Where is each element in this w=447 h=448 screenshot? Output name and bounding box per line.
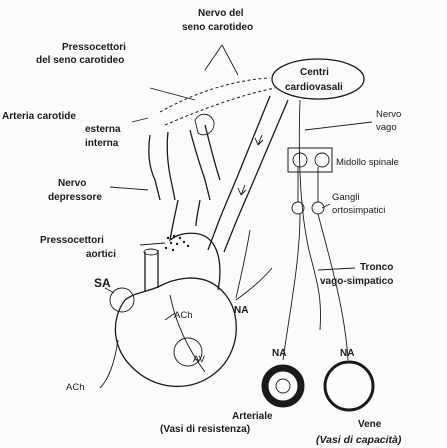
vein-vessel	[325, 362, 373, 410]
label-gangli-1: Gangli	[332, 192, 359, 203]
vagus-nerve-line	[299, 100, 320, 330]
label-ach-top: ACh	[174, 310, 192, 321]
ach-bottom-pointer	[100, 340, 118, 388]
label-na-arterial: NA	[272, 348, 286, 359]
label-gangli-2: ortosimpatici	[332, 205, 385, 216]
label-arteria-2: esterna	[85, 124, 121, 135]
pulmonary-trunk	[145, 250, 158, 292]
label-centri-2: cardiovasali	[285, 82, 343, 93]
nerve-to-vene	[318, 214, 348, 360]
nervo-depressore-line	[110, 187, 148, 190]
arterial-vessel-lumen	[276, 379, 290, 393]
label-na-heart: NA	[234, 305, 248, 316]
label-pressocettori-seno-1: Pressocettori	[62, 42, 126, 53]
label-arteriale-1: Arteriale	[232, 411, 273, 422]
aorta-arch-outer	[196, 200, 200, 226]
arteria-pointer	[132, 118, 148, 122]
nervo-vago-pointer	[305, 122, 372, 130]
pressocettori-seno-pointer	[150, 88, 195, 100]
nervo-seno-pointer	[205, 45, 238, 75]
sa-node	[110, 288, 134, 312]
pressocettori-aortici-pointer	[140, 243, 165, 245]
label-vene-1: Vene	[358, 419, 382, 430]
carotid-artery-right	[190, 125, 220, 200]
label-av: AV	[193, 354, 206, 365]
label-arteriale-2: (Vasi di resistenza)	[160, 424, 250, 435]
carotid-sinus-nerve-dashed-2	[165, 88, 275, 125]
label-nervo-depressore-1: Nervo	[58, 178, 86, 189]
label-pressocettori-aortici-1: Pressocettori	[40, 235, 104, 246]
label-pressocettori-aortici-2: aortici	[86, 249, 116, 260]
spinal-cord-trunk-inner	[224, 100, 288, 252]
midollo-spinale-box	[288, 148, 332, 172]
label-nervo-seno-1: Nervo del	[198, 8, 244, 19]
pulmonary-opening	[144, 249, 158, 255]
aortic-baroreceptor-dots	[165, 235, 189, 251]
label-sa: SA	[94, 276, 111, 290]
label-ach-bottom: ACh	[66, 382, 84, 393]
label-nervo-vago-2: vago	[376, 122, 397, 133]
label-tronco-2: vago-simpatico	[320, 276, 393, 287]
label-midollo: Midollo spinale	[336, 157, 399, 168]
heart-outline	[115, 278, 236, 386]
carotid-artery-left	[149, 132, 175, 200]
label-tronco-1: Tronco	[360, 262, 393, 273]
label-nervo-vago-1: Nervo	[376, 109, 401, 120]
label-vene-2: (Vasi di capacità)	[316, 434, 402, 446]
midollo-ganglion-right	[315, 153, 329, 167]
centri-cardiovasali-node	[272, 59, 364, 99]
label-arteria-1: Arteria carotide	[2, 111, 76, 122]
label-centri-1: Centri	[300, 67, 329, 78]
tronco-pointer	[318, 268, 355, 270]
carotid-bulb	[195, 114, 214, 135]
label-na-vene: NA	[340, 348, 354, 359]
label-nervo-depressore-2: depressore	[48, 192, 102, 203]
label-nervo-seno-2: seno carotideo	[182, 22, 253, 33]
arterial-vessel-outer	[265, 368, 301, 404]
nerve-to-arteriale	[283, 214, 300, 360]
label-arteria-3: interna	[85, 138, 119, 149]
label-pressocettori-seno-2: del seno carotideo	[36, 55, 124, 66]
vagus-to-heart	[236, 230, 250, 298]
